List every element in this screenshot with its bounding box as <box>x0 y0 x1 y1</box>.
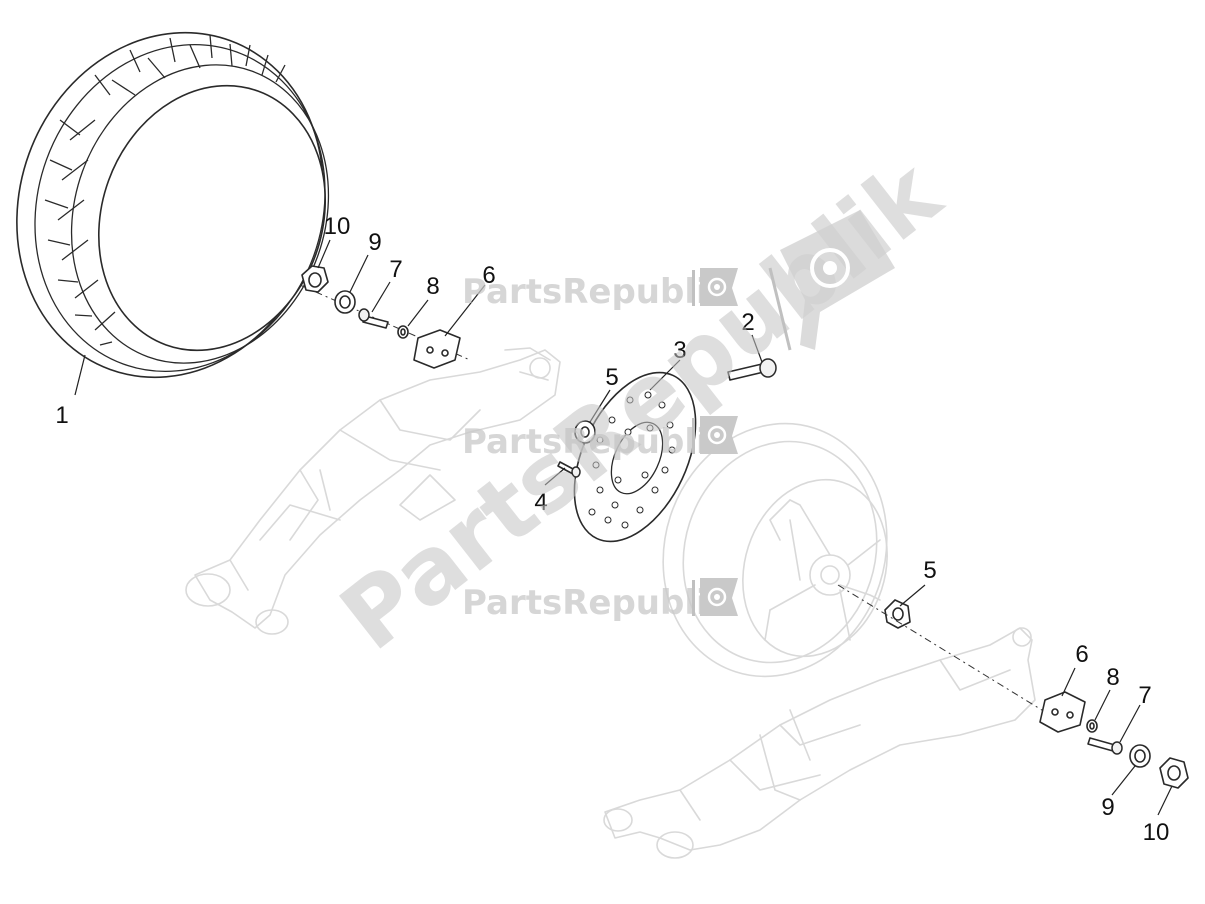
gear-icon <box>700 578 738 616</box>
washer-part-8-upper <box>397 325 409 339</box>
callout-6-lower: 6 <box>1075 641 1088 668</box>
watermark-small-1: PartsRepublik <box>462 268 738 312</box>
svg-text:PartsRepublik: PartsRepublik <box>462 583 732 623</box>
callout-9-upper: 9 <box>368 229 381 256</box>
gear-icon <box>768 210 895 351</box>
bushing-part-6-upper <box>413 329 461 369</box>
callout-3: 3 <box>673 337 686 364</box>
tyre-part-1 <box>16 31 330 379</box>
washer-part-9-lower <box>1129 744 1151 768</box>
watermark-small-3: PartsRepublik <box>462 578 738 623</box>
nut-part-10-upper <box>301 265 329 293</box>
callout-10-upper: 10 <box>324 213 351 240</box>
wheel-rim-ghost <box>662 422 888 678</box>
callout-2: 2 <box>741 309 754 336</box>
washer-part-8-lower <box>1086 719 1098 733</box>
screw-part-4 <box>557 461 581 478</box>
brake-disc-part-3 <box>573 371 697 543</box>
callout-5-upper: 5 <box>605 364 618 391</box>
gear-icon <box>700 268 738 306</box>
bolt-part-7-lower <box>1087 737 1123 755</box>
svg-text:PartsRepublik: PartsRepublik <box>462 272 732 312</box>
callout-7-upper: 7 <box>389 256 402 283</box>
swing-arm-left-ghost <box>185 347 561 635</box>
gear-icon <box>700 416 738 454</box>
washer-part-9-upper <box>334 290 356 314</box>
leader-lines <box>74 239 1173 816</box>
callout-4: 4 <box>534 489 547 516</box>
bushing-part-6-lower <box>1039 691 1086 733</box>
bolt-part-2 <box>727 358 777 381</box>
callout-1: 1 <box>55 402 68 429</box>
nut-part-10-lower <box>1159 757 1189 789</box>
axle-centerline <box>837 584 1051 716</box>
svg-text:PartsRepublik: PartsRepublik <box>462 422 732 462</box>
callout-7-lower: 7 <box>1138 682 1151 709</box>
watermark-small-2: PartsRepublik <box>462 416 738 462</box>
callout-labels: 1 10 9 7 8 6 2 3 5 4 5 6 8 7 9 10 <box>55 213 1169 846</box>
swing-arm-right-ghost <box>603 627 1036 859</box>
spacer-part-5-lower <box>884 599 911 629</box>
bolt-part-7-upper <box>358 308 389 329</box>
callout-6-upper: 6 <box>482 262 495 289</box>
callout-10-lower: 10 <box>1143 819 1170 846</box>
callout-9-lower: 9 <box>1101 794 1114 821</box>
callout-8-lower: 8 <box>1106 664 1119 691</box>
callout-8-upper: 8 <box>426 273 439 300</box>
callout-5-lower: 5 <box>923 557 936 584</box>
spacer-part-5-upper <box>574 420 596 444</box>
